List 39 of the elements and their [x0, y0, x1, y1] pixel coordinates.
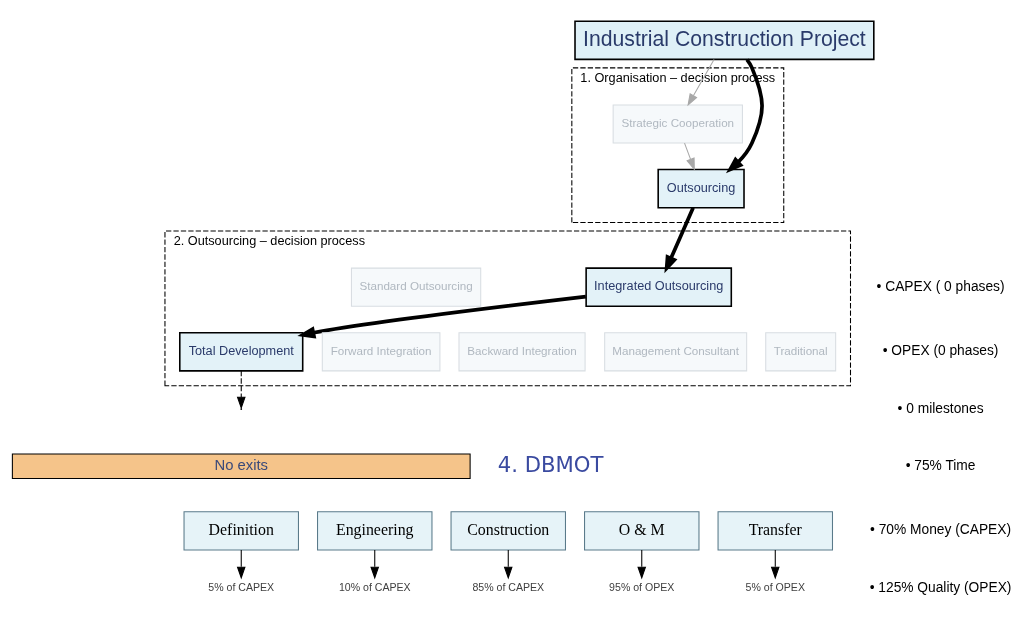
node-box: Integrated Outsourcing	[585, 267, 733, 308]
node-box: Outsourcing	[657, 168, 745, 209]
node-box: Traditional	[765, 332, 837, 372]
label: • 70% Money (CAPEX)	[870, 522, 1012, 538]
node-box: O & M	[584, 511, 700, 551]
arrow	[637, 549, 647, 580]
node-box: Industrial Construction Project	[574, 20, 875, 61]
label: • 0 milestones	[897, 400, 984, 416]
arrow	[770, 549, 780, 580]
node-box: Strategic Cooperation	[612, 104, 743, 144]
node-text: 10% of CAPEX	[338, 580, 411, 593]
arrow	[297, 294, 587, 339]
label: • 75% Time	[905, 457, 976, 473]
arrow	[664, 207, 695, 274]
node-box: Backward Integration	[458, 332, 586, 372]
label: 4. DBMOT	[497, 451, 604, 477]
node-text: 5% of CAPEX	[208, 580, 275, 593]
label: • CAPEX ( 0 phases)	[876, 278, 1005, 294]
node-box: Standard Outsourcing	[350, 267, 482, 307]
node-box: Definition	[183, 511, 299, 551]
node-text: 95% of OPEX	[609, 580, 675, 593]
node-box: No exits	[11, 453, 471, 479]
arrow	[236, 549, 246, 580]
node-text: 85% of CAPEX	[472, 580, 545, 593]
arrow	[725, 58, 764, 174]
node-box: Total Development	[179, 331, 304, 372]
arrow	[236, 370, 246, 410]
arrow	[687, 58, 715, 107]
node-box: Transfer	[717, 511, 833, 551]
label: • 125% Quality (OPEX)	[869, 579, 1012, 595]
node-box: Management Consultant	[604, 332, 748, 372]
arrow	[370, 549, 380, 580]
node-text: 5% of OPEX	[745, 580, 805, 593]
arrow	[684, 142, 695, 171]
node-box: Construction	[450, 511, 566, 551]
label: • OPEX (0 phases)	[882, 343, 999, 359]
arrow	[503, 549, 513, 580]
node-box: Forward Integration	[321, 332, 441, 372]
node-box: Engineering	[317, 511, 433, 551]
